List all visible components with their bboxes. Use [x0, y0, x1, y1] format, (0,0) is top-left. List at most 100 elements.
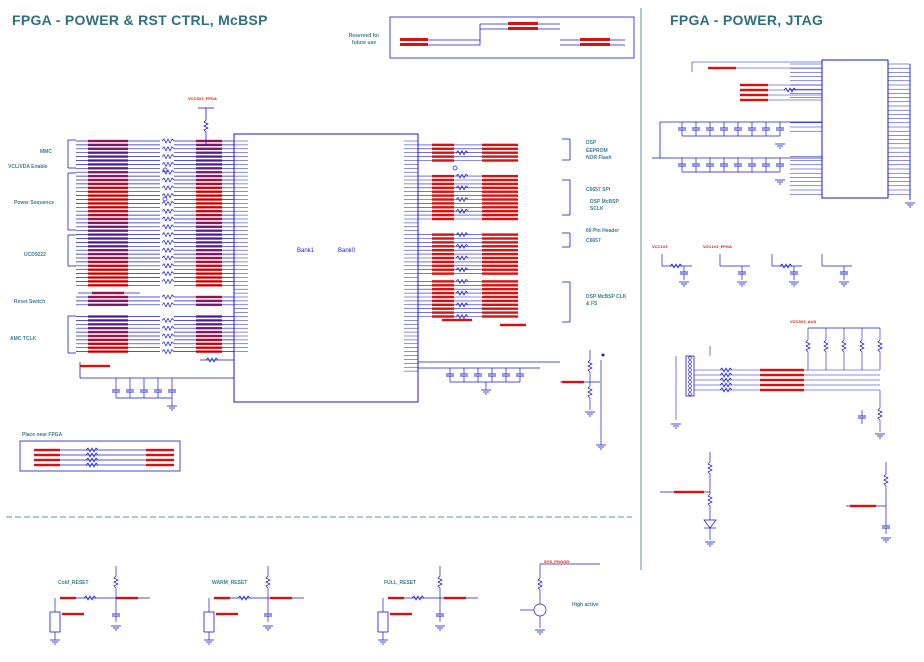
bank0-label: Bank0	[338, 248, 356, 254]
capacitor	[706, 122, 714, 136]
net-label-mark	[482, 245, 518, 248]
resistor	[161, 138, 175, 144]
capacitor	[502, 368, 510, 382]
pushbutton-switch	[377, 611, 389, 633]
capacitor	[678, 122, 686, 136]
resistor	[161, 208, 175, 214]
net-label-mark	[760, 368, 804, 372]
resistor	[161, 146, 175, 152]
net-label-mark	[482, 143, 518, 147]
capacitor	[720, 158, 728, 172]
net-label-mark	[432, 295, 454, 299]
label-c6657-spi: C6657 SPI	[586, 187, 611, 193]
ground-symbol	[789, 281, 799, 287]
jtag-pin	[688, 360, 692, 364]
resistor	[161, 192, 175, 199]
resistor	[587, 359, 593, 373]
net-label-mark	[482, 288, 518, 291]
net-label-mark	[432, 252, 454, 256]
capacitor	[168, 384, 176, 398]
resistor	[841, 339, 847, 353]
bank1-decoupling-caps	[79, 357, 234, 411]
net-label-mark	[482, 151, 518, 154]
net-label-mark	[432, 206, 454, 209]
net-label-mark	[432, 272, 454, 275]
net-label-mark	[432, 198, 454, 201]
ground-symbol	[839, 281, 849, 287]
net-label-mark	[432, 260, 454, 264]
reset-circuits	[49, 563, 600, 645]
jtag-pin	[688, 372, 692, 376]
label-mmc: MMC	[40, 149, 52, 155]
rail-vcc3v3-aux-jtag: VCC3V3_AUX	[790, 319, 817, 324]
label-amc-tclk: AMC TCLK	[10, 336, 37, 342]
net-label-mark	[740, 83, 768, 87]
ground-symbol	[378, 639, 388, 645]
capacitor	[154, 384, 162, 398]
net-label-mark	[482, 315, 518, 318]
net-label-mark	[34, 458, 60, 462]
resistor	[805, 339, 811, 353]
pushbutton-switch	[203, 611, 215, 633]
left-section-title: FPGA - POWER & RST CTRL, McBSP	[12, 12, 268, 28]
resistor	[719, 367, 733, 373]
ground-symbol	[775, 143, 785, 149]
net-label-mark	[482, 194, 518, 197]
net-label-mark	[482, 210, 518, 213]
ground-symbol	[775, 179, 785, 185]
net-label-mark	[482, 241, 518, 244]
net-label-mark	[482, 299, 518, 303]
resistor	[455, 208, 469, 214]
resistor	[455, 149, 469, 156]
fpga-symbol	[233, 133, 419, 403]
resistor	[161, 263, 175, 269]
capacitor	[720, 122, 728, 136]
net-label-mark	[432, 311, 454, 314]
resistor	[859, 339, 865, 353]
resistor	[161, 169, 175, 175]
left-resistors	[161, 138, 234, 355]
resistor	[161, 325, 175, 331]
net-label-mark	[500, 323, 526, 327]
capacitor	[858, 410, 866, 424]
ground-symbol	[905, 202, 915, 208]
net-label-mark	[482, 272, 518, 275]
place-near-rows	[34, 447, 174, 468]
net-label-mark	[482, 280, 518, 283]
net-label-mark	[432, 155, 454, 158]
fpga-power-pins	[691, 61, 915, 208]
resistor	[455, 173, 469, 179]
capacitor	[678, 158, 686, 172]
net-label-mark	[850, 504, 876, 508]
capacitor	[692, 158, 700, 172]
net-label-mark	[482, 155, 518, 158]
net-label-mark	[674, 490, 704, 494]
capacitor	[264, 608, 272, 622]
net-label-mark	[146, 453, 174, 457]
capacitor	[446, 368, 454, 382]
resistor	[161, 317, 175, 324]
net-label-mark	[60, 596, 76, 600]
net-label-mark	[760, 388, 804, 392]
resistor	[265, 575, 271, 589]
resistor	[161, 161, 175, 168]
net-label-mark	[482, 233, 518, 236]
net-label-mark	[432, 315, 454, 318]
ground-symbol	[481, 389, 491, 395]
net-label-mark	[432, 182, 454, 186]
net-label-mark	[214, 596, 230, 600]
resistor	[161, 200, 175, 207]
capacitor	[762, 158, 770, 172]
net-label-mark	[432, 291, 454, 295]
pullup-r50	[198, 107, 214, 146]
net-label-mark	[432, 233, 454, 236]
resistor	[237, 595, 251, 601]
resistor	[161, 177, 175, 183]
net-label-mark	[432, 264, 454, 267]
label-ucd9222: UCD9222	[24, 252, 46, 258]
net-label-mark	[482, 252, 518, 256]
led-symbol	[703, 519, 717, 529]
net-label-mark	[116, 596, 138, 600]
capacitor	[790, 266, 798, 280]
resistor	[83, 595, 97, 601]
